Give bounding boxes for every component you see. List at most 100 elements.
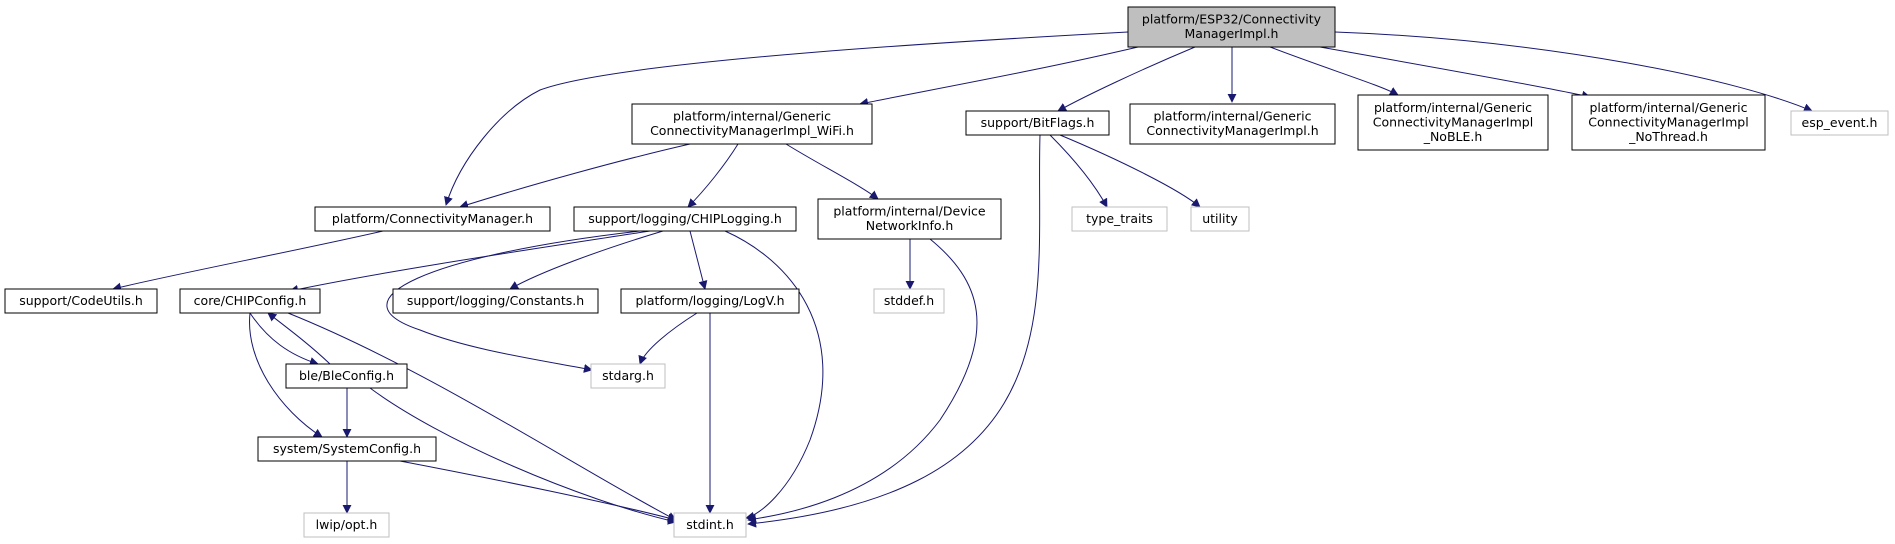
- node-bleconfig[interactable]: ble/BleConfig.h: [285, 363, 408, 389]
- node-label: platform/internal/Device: [833, 204, 986, 219]
- node-stdarg: stdarg.h: [590, 363, 666, 389]
- edge-sysconfig-to-stdint: [399, 460, 677, 523]
- node-box: [817, 198, 1002, 240]
- node-label: platform/internal/Generic: [673, 109, 831, 124]
- node-label: support/logging/Constants.h: [407, 293, 584, 308]
- edge-root-to-wifi: [859, 46, 1139, 107]
- edge-bleconfig-to-chipconfig: [267, 312, 331, 365]
- edge-connmgr-to-codeutils: [112, 230, 384, 292]
- node-label: _NoBLE.h: [1423, 129, 1483, 144]
- node-label: platform/ConnectivityManager.h: [332, 211, 533, 226]
- edge-bitflags-to-stdint: [747, 134, 1041, 528]
- node-label: stdarg.h: [602, 368, 654, 383]
- node-label: support/BitFlags.h: [981, 115, 1095, 130]
- node-root[interactable]: platform/ESP32/ConnectivityManagerImpl.h: [1127, 6, 1336, 48]
- node-typetraits: type_traits: [1071, 206, 1168, 232]
- node-box: [1129, 103, 1336, 145]
- node-label: _NoThread.h: [1628, 129, 1708, 144]
- edge-bleconfig-to-stdint: [369, 387, 677, 525]
- node-box: [392, 288, 599, 314]
- edge-root-to-espevent: [1334, 31, 1813, 112]
- edge-root-to-noble: [1269, 46, 1399, 96]
- node-box: [1071, 206, 1168, 232]
- node-label: core/CHIPConfig.h: [194, 293, 307, 308]
- node-box: [631, 103, 873, 145]
- edge-root-to-connmgr: [444, 31, 1129, 206]
- node-label: esp_event.h: [1802, 115, 1878, 130]
- node-box: [1190, 206, 1250, 232]
- node-box: [257, 436, 437, 462]
- node-codeutils[interactable]: support/CodeUtils.h: [4, 288, 158, 314]
- node-label: stddef.h: [884, 293, 934, 308]
- node-chiplogging[interactable]: support/logging/CHIPLogging.h: [573, 206, 797, 232]
- node-label: ConnectivityManagerImpl: [1373, 114, 1533, 129]
- node-nothread[interactable]: platform/internal/GenericConnectivityMan…: [1571, 94, 1766, 151]
- node-label: platform/ESP32/Connectivity: [1142, 12, 1322, 27]
- node-logv[interactable]: platform/logging/LogV.h: [620, 288, 800, 314]
- node-label: type_traits: [1086, 211, 1153, 226]
- node-lwipopt: lwip/opt.h: [303, 512, 390, 538]
- nodes-layer: platform/ESP32/ConnectivityManagerImpl.h…: [4, 6, 1889, 538]
- node-label: ConnectivityManagerImpl: [1588, 114, 1748, 129]
- edge-netinfo-to-stdint: [747, 238, 978, 524]
- edge-chiplogging-to-constants: [509, 230, 664, 290]
- node-label: stdint.h: [686, 517, 734, 532]
- node-label: ConnectivityManagerImpl.h: [1146, 123, 1318, 138]
- node-box: [1790, 110, 1889, 136]
- node-box: [673, 512, 747, 538]
- node-label: lwip/opt.h: [316, 517, 378, 532]
- edge-chipconfig-to-stdint: [287, 312, 677, 521]
- edge-wifi-to-chiplogging: [687, 143, 739, 208]
- node-box: [303, 512, 390, 538]
- node-label: support/CodeUtils.h: [19, 293, 143, 308]
- node-box: [573, 206, 797, 232]
- node-constants[interactable]: support/logging/Constants.h: [392, 288, 599, 314]
- node-label: ManagerImpl.h: [1185, 26, 1279, 41]
- edges-layer: [112, 31, 1813, 528]
- node-gcmi[interactable]: platform/internal/GenericConnectivityMan…: [1129, 103, 1336, 145]
- node-noble[interactable]: platform/internal/GenericConnectivityMan…: [1357, 94, 1549, 151]
- edge-chipconfig-to-sysconfig: [249, 312, 323, 438]
- node-wifi[interactable]: platform/internal/GenericConnectivityMan…: [631, 103, 873, 145]
- edge-chiplogging-to-stdarg: [386, 230, 641, 373]
- node-box: [1571, 94, 1766, 151]
- edge-logv-to-stdarg: [638, 312, 698, 365]
- node-bitflags[interactable]: support/BitFlags.h: [965, 110, 1110, 136]
- edge-chiplogging-to-stdint: [724, 230, 824, 521]
- edge-chiplogging-to-logv: [689, 230, 708, 290]
- node-label: system/SystemConfig.h: [273, 441, 421, 456]
- node-label: platform/logging/LogV.h: [635, 293, 784, 308]
- edge-bitflags-to-utility: [1059, 134, 1201, 208]
- edge-chiplogging-to-chipconfig: [289, 230, 651, 294]
- node-box: [873, 288, 945, 314]
- node-box: [1357, 94, 1549, 151]
- node-label: ConnectivityManagerImpl_WiFi.h: [650, 123, 854, 138]
- node-box: [1127, 6, 1336, 48]
- edge-bitflags-to-typetraits: [1049, 134, 1108, 208]
- node-box: [965, 110, 1110, 136]
- node-box: [590, 363, 666, 389]
- node-label: ble/BleConfig.h: [299, 368, 394, 383]
- node-chipconfig[interactable]: core/CHIPConfig.h: [179, 288, 321, 314]
- edge-root-to-nothread: [1319, 46, 1591, 100]
- node-box: [4, 288, 158, 314]
- node-box: [179, 288, 321, 314]
- edge-wifi-to-netinfo: [785, 143, 879, 200]
- node-sysconfig[interactable]: system/SystemConfig.h: [257, 436, 437, 462]
- edge-chipconfig-to-bleconfig: [249, 312, 319, 366]
- node-utility: utility: [1190, 206, 1250, 232]
- node-label: platform/internal/Generic: [1374, 100, 1532, 115]
- node-stddef: stddef.h: [873, 288, 945, 314]
- node-label: NetworkInfo.h: [866, 218, 954, 233]
- node-box: [314, 206, 551, 232]
- node-box: [285, 363, 408, 389]
- node-connmgr[interactable]: platform/ConnectivityManager.h: [314, 206, 551, 232]
- node-stdint: stdint.h: [673, 512, 747, 538]
- node-label: utility: [1202, 211, 1238, 226]
- node-label: support/logging/CHIPLogging.h: [588, 211, 782, 226]
- node-label: platform/internal/Generic: [1590, 100, 1748, 115]
- node-label: platform/internal/Generic: [1154, 109, 1312, 124]
- edge-wifi-to-connmgr: [459, 143, 691, 209]
